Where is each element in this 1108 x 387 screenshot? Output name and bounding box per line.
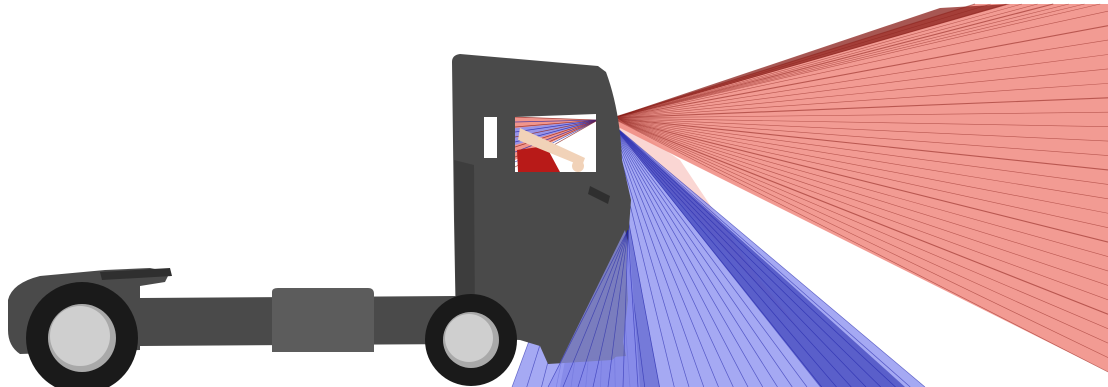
fuel-tank	[272, 288, 374, 352]
driver-hand	[572, 160, 584, 172]
cab-rear-window	[484, 117, 497, 158]
front-wheel	[425, 294, 517, 386]
